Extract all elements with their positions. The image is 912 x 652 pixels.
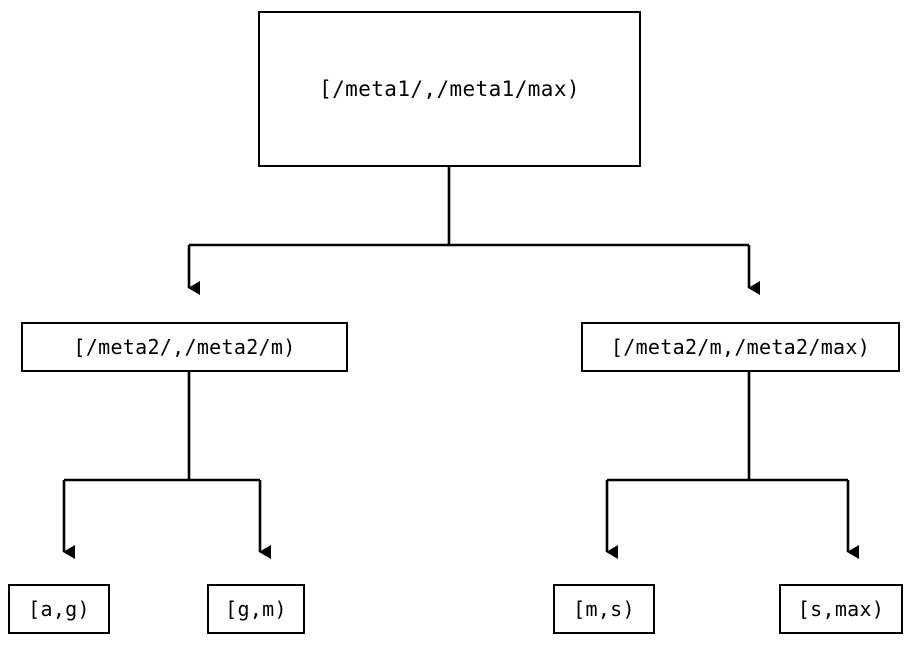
tree-node-leaf-s-max[interactable]: [s,max) bbox=[779, 584, 903, 634]
tree-node-leaf-g-m[interactable]: [g,m) bbox=[207, 584, 305, 634]
tree-node-mid-right[interactable]: [/meta2/m,/meta2/max) bbox=[581, 322, 900, 372]
tree-node-mid-left[interactable]: [/meta2/,/meta2/m) bbox=[21, 322, 348, 372]
tree-node-leaf-m-s[interactable]: [m,s) bbox=[553, 584, 655, 634]
tree-node-root[interactable]: [/meta1/,/meta1/max) bbox=[258, 11, 641, 167]
tree-node-leaf-a-g[interactable]: [a,g) bbox=[8, 584, 110, 634]
